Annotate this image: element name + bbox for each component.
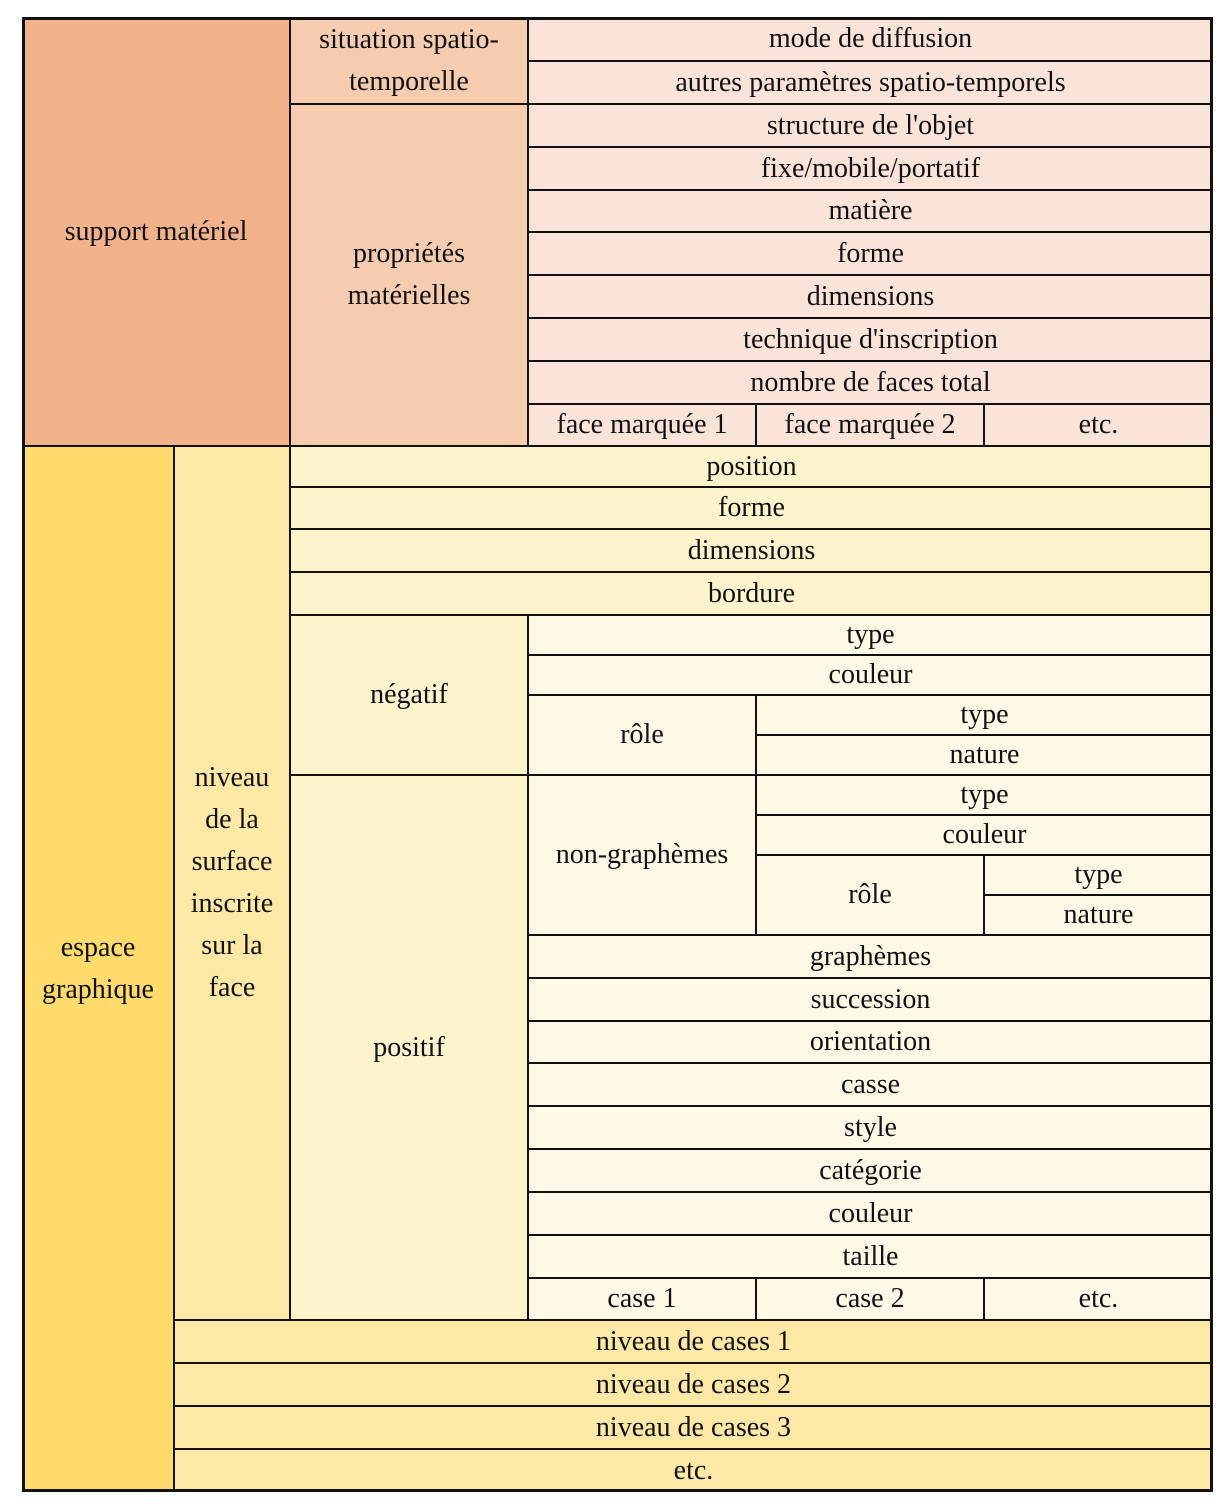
negatif-item: type: [528, 615, 1213, 655]
propriete-item: forme: [528, 232, 1213, 275]
niveau-cases-item: etc.: [174, 1449, 1213, 1492]
surface-item: forme: [290, 487, 1213, 529]
propriete-item: technique d'inscription: [528, 318, 1213, 361]
case-item: etc.: [984, 1278, 1213, 1320]
graphemes-item: orientation: [528, 1021, 1213, 1063]
situation-label: situation spatio- temporelle: [290, 17, 528, 104]
situation-item: mode de diffusion: [528, 17, 1213, 61]
graphemes-label: graphèmes: [528, 935, 1213, 978]
surface-item: position: [290, 446, 1213, 487]
case-item: case 1: [528, 1278, 756, 1320]
face-item: face marquée 1: [528, 404, 756, 446]
negatif-item: couleur: [528, 655, 1213, 695]
graphemes-item: style: [528, 1106, 1213, 1149]
propriete-item: fixe/mobile/portatif: [528, 147, 1213, 190]
negatif-role-label: rôle: [528, 695, 756, 775]
non-graphemes-role-item: nature: [984, 895, 1213, 935]
proprietes-label: propriétés matérielles: [290, 104, 528, 446]
support-materiel-label: support matériel: [22, 17, 290, 446]
graphemes-item: couleur: [528, 1192, 1213, 1235]
negatif-label: négatif: [290, 615, 528, 775]
face-item: face marquée 2: [756, 404, 984, 446]
positif-label: positif: [290, 775, 528, 1320]
non-graphemes-label: non-graphèmes: [528, 775, 756, 935]
niveau-cases-item: niveau de cases 1: [174, 1320, 1213, 1363]
niveau-surface-label: niveau de la surface inscrite sur la fac…: [174, 446, 290, 1320]
propriete-item: dimensions: [528, 275, 1213, 318]
surface-item: bordure: [290, 572, 1213, 615]
non-graphemes-item: couleur: [756, 815, 1213, 855]
propriete-item: matière: [528, 190, 1213, 232]
graphemes-item: catégorie: [528, 1149, 1213, 1192]
graphemes-item: casse: [528, 1063, 1213, 1106]
negatif-role-item: type: [756, 695, 1213, 735]
graphemes-item: succession: [528, 978, 1213, 1021]
propriete-item: structure de l'objet: [528, 104, 1213, 147]
situation-item: autres paramètres spatio-temporels: [528, 61, 1213, 104]
case-item: case 2: [756, 1278, 984, 1320]
niveau-cases-item: niveau de cases 2: [174, 1363, 1213, 1406]
non-graphemes-role-label: rôle: [756, 855, 984, 935]
non-graphemes-item: type: [756, 775, 1213, 815]
negatif-role-item: nature: [756, 735, 1213, 775]
graphemes-item: taille: [528, 1235, 1213, 1278]
propriete-item: nombre de faces total: [528, 361, 1213, 404]
niveau-cases-item: niveau de cases 3: [174, 1406, 1213, 1449]
espace-graphique-label: espace graphique: [22, 446, 174, 1492]
surface-item: dimensions: [290, 529, 1213, 572]
non-graphemes-role-item: type: [984, 855, 1213, 895]
face-item: etc.: [984, 404, 1213, 446]
